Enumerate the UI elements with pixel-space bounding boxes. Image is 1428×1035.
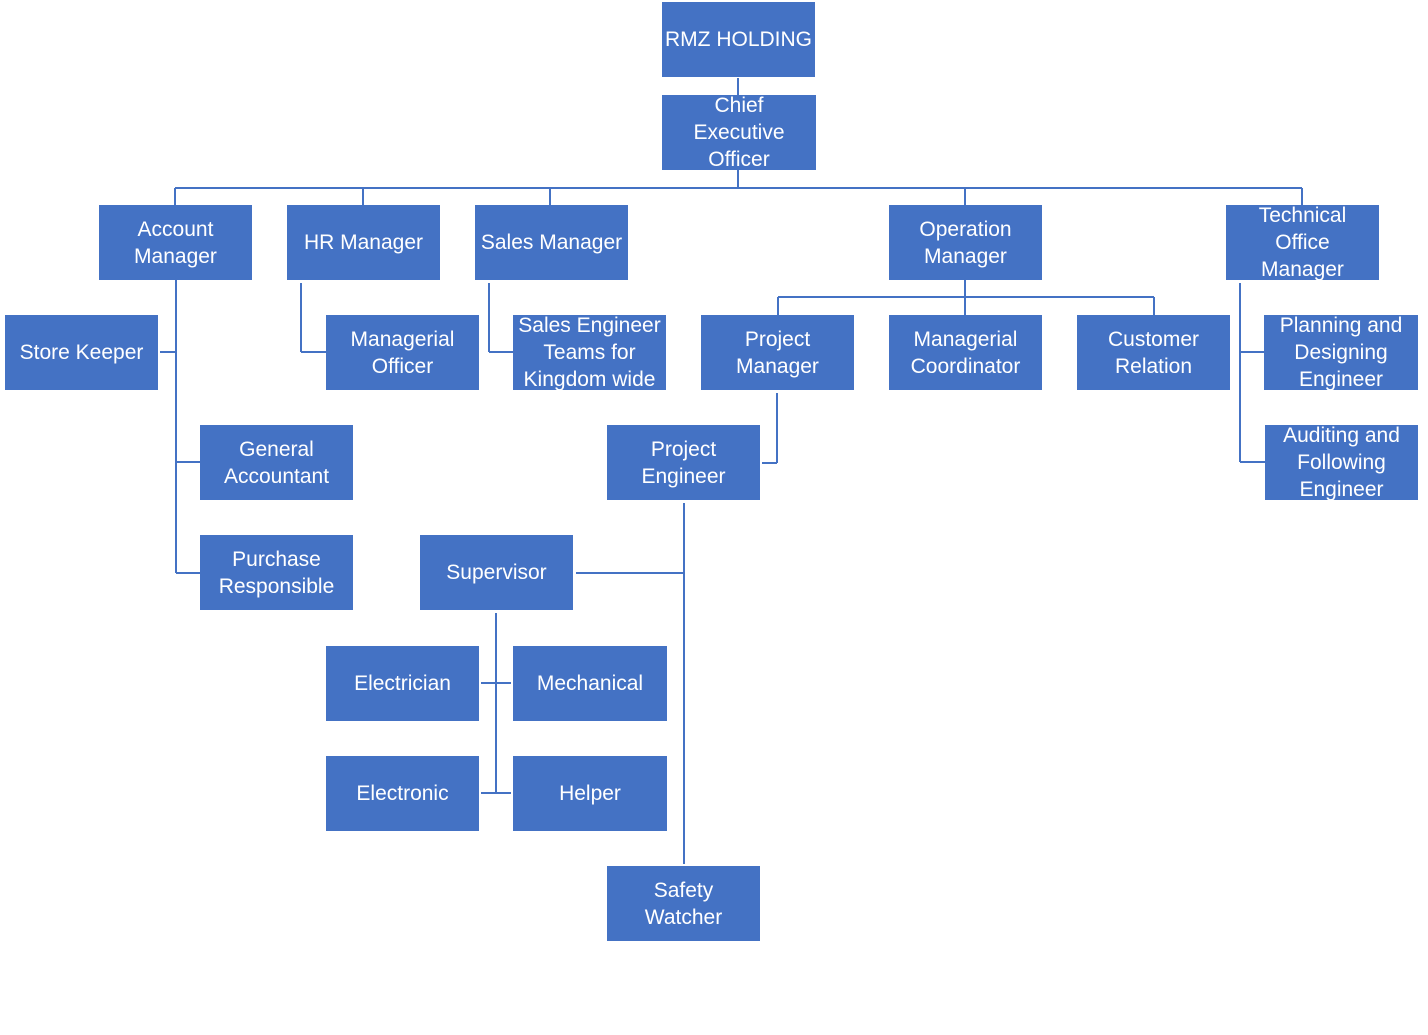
- node-rmz-holding: RMZ HOLDING: [662, 2, 815, 77]
- node-label: Helper: [559, 782, 621, 805]
- node-label: Sales Manager: [480, 231, 623, 254]
- node-managerial-coordinator: Managerial Coordinator: [889, 315, 1042, 390]
- node-label: Safety Watcher: [644, 878, 723, 929]
- node-label: Managerial Coordinator: [910, 327, 1021, 378]
- node-planning-designing-engineer: Planning and Designing Engineer: [1264, 315, 1418, 390]
- node-label: Electrician: [354, 672, 451, 695]
- node-hr-manager: HR Manager: [287, 205, 440, 280]
- node-label: Account Manager: [134, 217, 217, 268]
- node-mechanical: Mechanical: [513, 646, 667, 721]
- node-operation-manager: Operation Manager: [889, 205, 1042, 280]
- node-label: Purchase Responsible: [218, 547, 335, 598]
- node-helper: Helper: [513, 756, 667, 831]
- node-general-accountant: General Accountant: [200, 425, 353, 500]
- node-label: Project Engineer: [641, 437, 726, 488]
- node-supervisor: Supervisor: [420, 535, 573, 610]
- node-customer-relation: Customer Relation: [1077, 315, 1230, 390]
- node-label: Auditing and Following Engineer: [1283, 425, 1400, 500]
- node-label: HR Manager: [303, 231, 424, 254]
- node-label: RMZ HOLDING: [665, 28, 812, 51]
- node-store-keeper: Store Keeper: [5, 315, 158, 390]
- node-account-manager: Account Manager: [99, 205, 252, 280]
- node-ceo: Chief Executive Officer: [662, 95, 816, 170]
- node-project-engineer: Project Engineer: [607, 425, 760, 500]
- node-managerial-officer: Managerial Officer: [326, 315, 479, 390]
- node-electronic: Electronic: [326, 756, 479, 831]
- node-project-manager: Project Manager: [701, 315, 854, 390]
- node-safety-watcher: Safety Watcher: [607, 866, 760, 941]
- node-label: Chief Executive Officer: [693, 95, 785, 170]
- node-sales-engineer-teams: Sales Engineer Teams for Kingdom wide: [513, 315, 666, 390]
- node-auditing-following-engineer: Auditing and Following Engineer: [1265, 425, 1418, 500]
- node-sales-manager: Sales Manager: [475, 205, 628, 280]
- node-label: Technical Office Manager: [1258, 205, 1347, 280]
- node-label: Operation Manager: [919, 217, 1012, 268]
- node-label: Customer Relation: [1107, 327, 1200, 378]
- node-label: Planning and Designing Engineer: [1279, 315, 1403, 390]
- node-label: General Accountant: [223, 437, 330, 488]
- node-label: Sales Engineer Teams for Kingdom wide: [518, 315, 661, 390]
- node-label: Managerial Officer: [350, 327, 455, 378]
- node-label: Mechanical: [536, 672, 644, 695]
- node-technical-office-manager: Technical Office Manager: [1226, 205, 1379, 280]
- node-label: Store Keeper: [19, 341, 144, 364]
- node-label: Electronic: [356, 782, 449, 805]
- node-electrician: Electrician: [326, 646, 479, 721]
- node-purchase-responsible: Purchase Responsible: [200, 535, 353, 610]
- node-label: Supervisor: [446, 561, 547, 584]
- node-label: Project Manager: [736, 327, 819, 378]
